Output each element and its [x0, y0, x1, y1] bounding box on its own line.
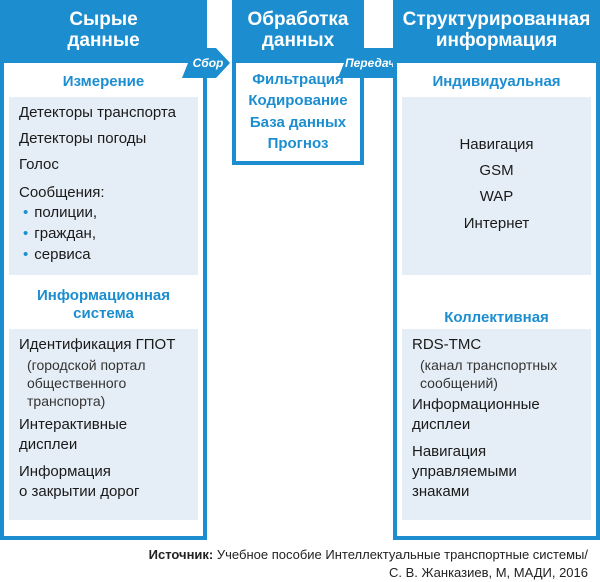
raw-data-title: Сырые данные — [67, 9, 140, 51]
processing-step: Прогноз — [267, 135, 329, 152]
transfer-arrow — [338, 48, 408, 78]
source-label: Источник: — [148, 547, 214, 562]
raw-data-column: Сырые данные Измерение Детекторы транспо… — [0, 0, 207, 540]
list-item: Голос — [19, 156, 59, 173]
list-item: GSM — [479, 162, 514, 179]
list-item-note: (городской портал общественного транспор… — [27, 357, 146, 409]
list-item: RDS-TMC — [412, 336, 482, 353]
list-item: Информация о закрытии дорог — [19, 463, 140, 500]
measurement-heading: Измерение — [62, 73, 145, 90]
processing-title: Обработка данных — [247, 9, 349, 51]
bullet-icon: • — [23, 225, 29, 242]
list-item-note: (канал транспортных сообщений) — [420, 357, 558, 391]
source-line-1: Источник: Учебное пособие Интеллектуальн… — [149, 546, 588, 564]
bullet-icon: • — [23, 204, 29, 221]
source-note: Источник: Учебное пособие Интеллектуальн… — [149, 546, 588, 582]
source-text-2: С. В. Жанказиев, М, МАДИ, 2016 — [389, 565, 588, 580]
list-item: •полиции, — [23, 204, 98, 221]
list-item: •граждан, — [23, 225, 97, 242]
info-system-box: Идентификация ГПОТ (городской портал общ… — [9, 329, 198, 520]
structured-info-title: Структурированная информация — [402, 9, 591, 51]
individual-box: Навигация GSM WAP Интернет — [402, 97, 591, 275]
list-item: Информационные дисплеи — [412, 396, 540, 433]
list-item: Детекторы погоды — [19, 130, 147, 147]
structured-info-column: Структурированная информация Индивидуаль… — [393, 0, 600, 540]
individual-heading: Индивидуальная — [432, 73, 561, 90]
processing-panel: Фильтрация Кодирование База данных Прогн… — [236, 63, 360, 161]
list-item: Детекторы транспорта — [19, 104, 176, 121]
collective-heading: Коллективная — [444, 309, 549, 326]
list-item: Навигация — [459, 136, 534, 153]
bullet-icon: • — [23, 246, 29, 263]
list-item: WAP — [479, 188, 514, 205]
info-system-heading: Информационная система — [37, 287, 170, 322]
collect-arrow-label: Сбор — [192, 56, 224, 70]
processing-step: Фильтрация — [252, 71, 344, 88]
measurement-box: Детекторы транспорта Детекторы погоды Го… — [9, 97, 198, 275]
list-item: Навигация управляемыми знаками — [412, 443, 517, 500]
processing-column: Обработка данных Фильтрация Кодирование … — [232, 0, 364, 165]
list-item: •сервиса — [23, 246, 91, 263]
raw-data-panel: Измерение Детекторы транспорта Детекторы… — [4, 63, 203, 536]
structured-info-panel: Индивидуальная Навигация GSM WAP Интерне… — [397, 63, 596, 536]
messages-label: Сообщения: — [19, 184, 105, 201]
collect-arrow — [182, 48, 230, 78]
source-text-1: Учебное пособие Интеллектуальные транспо… — [216, 547, 588, 562]
collective-box: RDS-TMC (канал транспортных сообщений) И… — [402, 329, 591, 520]
processing-step: База данных — [249, 114, 347, 131]
list-item: Интернет — [463, 215, 530, 232]
transfer-arrow-label: Передача — [345, 56, 402, 70]
list-item: Интерактивные дисплеи — [19, 416, 128, 453]
list-item: Идентификация ГПОТ — [19, 336, 176, 353]
processing-step: Кодирование — [248, 92, 348, 109]
